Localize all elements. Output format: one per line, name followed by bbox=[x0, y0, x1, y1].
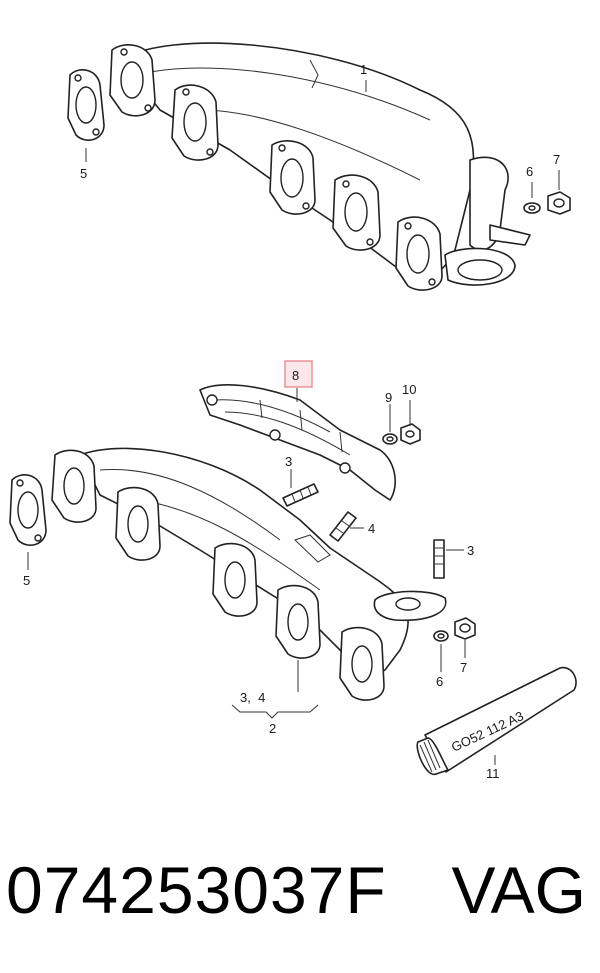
lower-gasket bbox=[9, 474, 47, 546]
upper-gasket bbox=[67, 69, 105, 141]
label-11: 11 bbox=[486, 766, 500, 781]
stud-3-b bbox=[433, 539, 445, 579]
label-5-upper: 5 bbox=[80, 166, 87, 181]
label-3-a: 3 bbox=[285, 454, 292, 469]
footer: 074253037F VAG bbox=[0, 852, 600, 952]
brand-name: VAG bbox=[451, 853, 586, 927]
highlight-box-8 bbox=[284, 360, 313, 388]
label-7-lower: 7 bbox=[460, 660, 467, 675]
part-number: 074253037F bbox=[6, 853, 387, 927]
label-5-lower: 5 bbox=[23, 573, 30, 588]
label-9: 9 bbox=[385, 390, 392, 405]
bolt-4 bbox=[329, 511, 357, 542]
label-4: 4 bbox=[368, 521, 375, 536]
nut-10 bbox=[400, 423, 421, 445]
label-6-upper: 6 bbox=[526, 164, 533, 179]
label-7-upper: 7 bbox=[553, 152, 560, 167]
label-6-lower: 6 bbox=[436, 674, 443, 689]
lower-exhaust-manifold bbox=[51, 447, 447, 701]
label-8: 8 bbox=[292, 368, 299, 383]
heat-shield bbox=[199, 384, 396, 501]
label-2: 2 bbox=[269, 721, 276, 736]
label-10: 10 bbox=[402, 382, 416, 397]
upper-washer bbox=[523, 202, 541, 214]
label-1: 1 bbox=[360, 62, 367, 77]
label-3-b: 3 bbox=[467, 543, 474, 558]
washer-6-lower bbox=[433, 630, 449, 642]
washer-9 bbox=[382, 433, 398, 445]
upper-exhaust-manifold bbox=[109, 42, 531, 291]
nut-7-lower bbox=[454, 617, 476, 640]
sealant-tube bbox=[416, 666, 577, 775]
stud-3-a bbox=[282, 483, 319, 507]
label-3-4: 3, 4 bbox=[240, 690, 265, 705]
upper-nut bbox=[547, 191, 571, 215]
